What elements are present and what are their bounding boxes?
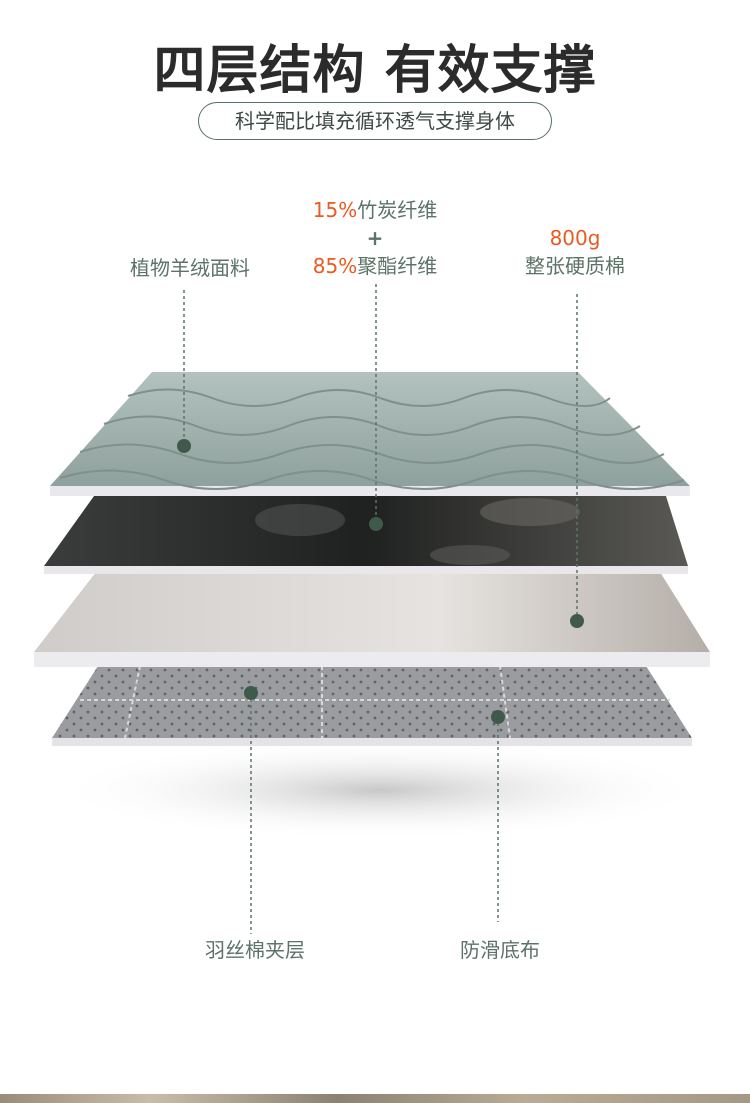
fiber-percent-1: 15% xyxy=(312,198,358,222)
layer-shadow xyxy=(50,740,710,840)
cotton-label: 整张硬质棉 xyxy=(525,254,625,278)
base-callout: 防滑底布 xyxy=(430,936,570,964)
footer-photo-strip xyxy=(0,1094,750,1103)
callout-leaders xyxy=(183,284,578,934)
base-marker-dot xyxy=(491,710,505,724)
fiber-layer xyxy=(44,496,688,574)
fabric-callout: 植物羊绒面料 xyxy=(110,254,270,282)
bottom-layer xyxy=(52,665,692,746)
fiber-plus: + xyxy=(366,226,384,250)
cotton-weight: 800g xyxy=(549,226,601,250)
page-title: 四层结构 有效支撑 xyxy=(153,41,597,101)
fabric-marker-dot xyxy=(177,439,191,453)
fiber-text-1: 竹炭纤维 xyxy=(357,198,438,222)
subtitle-badge: 科学配比填充循环透气支撑身体 xyxy=(198,102,552,140)
fiber-marker-dot xyxy=(369,517,383,531)
silk-layer-marker-dot xyxy=(244,686,258,700)
cotton-callout: 800g 整张硬质棉 xyxy=(500,224,650,280)
silk-layer-callout: 羽丝棉夹层 xyxy=(180,936,330,964)
cotton-layer xyxy=(34,572,710,667)
fiber-percent-2: 85% xyxy=(312,254,358,278)
fabric-label: 植物羊绒面料 xyxy=(130,256,250,280)
silk-layer-label: 羽丝棉夹层 xyxy=(205,938,305,962)
fabric-layer xyxy=(50,372,690,496)
cotton-marker-dot xyxy=(570,614,584,628)
fiber-text-2: 聚酯纤维 xyxy=(357,254,438,278)
base-label: 防滑底布 xyxy=(460,938,540,962)
fiber-callout: 15%竹炭纤维 + 85%聚酯纤维 xyxy=(290,196,460,280)
